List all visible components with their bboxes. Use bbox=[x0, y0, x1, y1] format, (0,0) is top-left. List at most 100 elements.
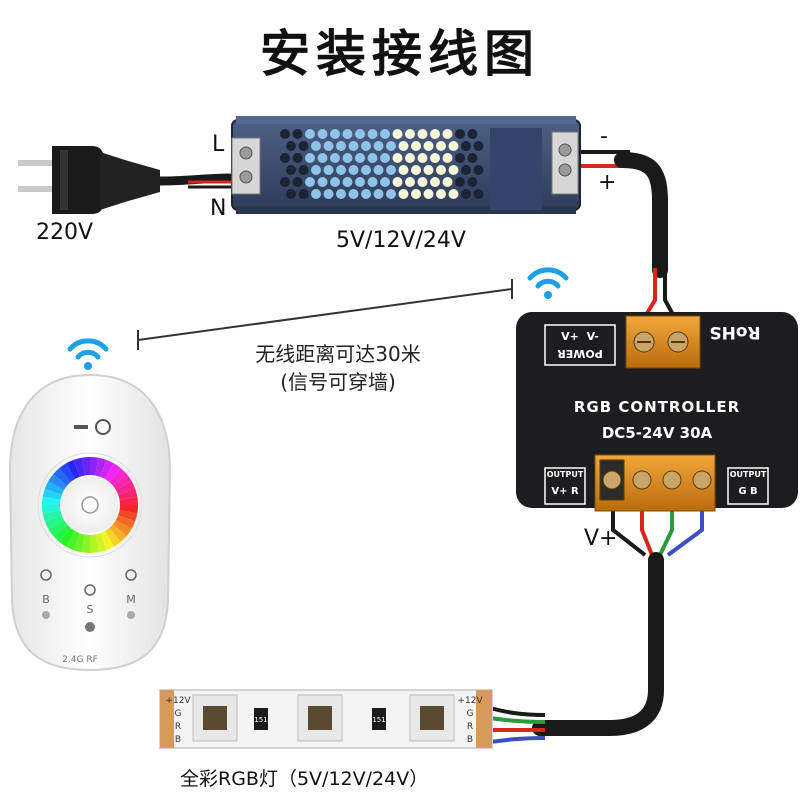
power-supply bbox=[231, 116, 581, 214]
vent-hole bbox=[367, 153, 378, 163]
vent-hole bbox=[336, 165, 346, 175]
vent-hole bbox=[311, 141, 321, 151]
vent-hole bbox=[392, 153, 403, 163]
vent-hole bbox=[461, 141, 471, 151]
color-wheel-segment[interactable] bbox=[48, 520, 68, 536]
vent-hole bbox=[286, 141, 296, 151]
color-wheel-segment[interactable] bbox=[81, 457, 90, 476]
color-wheel-segment[interactable] bbox=[42, 496, 61, 505]
output-left-tag: OUTPUT bbox=[546, 470, 584, 479]
vent-hole bbox=[286, 189, 296, 199]
vent-hole bbox=[467, 177, 478, 187]
vent-hole bbox=[423, 189, 434, 199]
color-wheel-segment[interactable] bbox=[44, 515, 65, 529]
vent-hole bbox=[280, 177, 290, 187]
color-wheel-segment[interactable] bbox=[66, 459, 80, 480]
color-wheel-segment[interactable] bbox=[42, 510, 62, 522]
vent-hole bbox=[367, 129, 378, 139]
resistor-label: 151 bbox=[372, 716, 385, 724]
vent-hole bbox=[411, 189, 421, 199]
remote-button-s[interactable]: S bbox=[87, 603, 94, 616]
color-wheel-segment[interactable] bbox=[119, 505, 138, 514]
color-wheel-segment[interactable] bbox=[81, 534, 90, 553]
vent-hole bbox=[298, 141, 309, 151]
vent-hole bbox=[355, 177, 365, 187]
color-wheel-segment[interactable] bbox=[59, 463, 75, 483]
color-wheel-segment[interactable] bbox=[53, 468, 71, 486]
color-wheel-segment[interactable] bbox=[109, 524, 127, 542]
color-wheel-segment[interactable] bbox=[53, 524, 71, 542]
vent-hole bbox=[355, 129, 365, 139]
vent-hole bbox=[330, 129, 340, 139]
vent-hole bbox=[336, 141, 346, 151]
vent-hole bbox=[323, 165, 334, 175]
strip-pad-label: +12V bbox=[457, 696, 483, 706]
vent-hole bbox=[355, 153, 365, 163]
vent-hole bbox=[467, 153, 478, 163]
vent-hole bbox=[473, 189, 484, 199]
vent-hole bbox=[323, 189, 334, 199]
vent-hole bbox=[448, 189, 459, 199]
vent-hole bbox=[373, 141, 384, 151]
wireless-distance-text: 无线距离可达30米 bbox=[255, 342, 421, 366]
color-wheel-segment[interactable] bbox=[100, 459, 114, 480]
vent-hole bbox=[392, 129, 403, 139]
controller-power-tag: POWER bbox=[557, 347, 603, 360]
vent-hole bbox=[448, 141, 459, 151]
color-wheel-segment[interactable] bbox=[73, 457, 85, 477]
vent-hole bbox=[311, 165, 321, 175]
vent-hole bbox=[342, 129, 353, 139]
vent-hole bbox=[305, 129, 315, 139]
color-wheel-segment[interactable] bbox=[109, 468, 127, 486]
vent-hole bbox=[455, 177, 465, 187]
controller-name: RGB CONTROLLER bbox=[573, 398, 741, 416]
vent-hole bbox=[430, 153, 440, 163]
vent-hole bbox=[411, 141, 421, 151]
mains-cable bbox=[155, 173, 237, 189]
controller-v-minus: V- bbox=[586, 330, 599, 343]
vent-hole bbox=[305, 153, 315, 163]
color-wheel-segment[interactable] bbox=[118, 488, 138, 500]
remote-button-b[interactable]: B bbox=[42, 593, 50, 606]
vent-hole bbox=[405, 153, 415, 163]
vent-hole bbox=[398, 165, 409, 175]
strip-pad-label: B bbox=[467, 735, 473, 745]
color-wheel-segment[interactable] bbox=[90, 457, 99, 476]
color-wheel-segment[interactable] bbox=[115, 481, 136, 495]
color-wheel-segment[interactable] bbox=[100, 530, 114, 551]
color-wheel-segment[interactable] bbox=[112, 474, 132, 490]
color-wheel-segment[interactable] bbox=[105, 527, 121, 547]
color-wheel-segment[interactable] bbox=[95, 533, 107, 553]
vent-hole bbox=[292, 129, 303, 139]
power-plug bbox=[18, 146, 160, 214]
remote-button-m[interactable]: M bbox=[126, 593, 136, 606]
vent-hole bbox=[423, 165, 434, 175]
vent-hole bbox=[317, 177, 328, 187]
color-wheel-segment[interactable] bbox=[112, 520, 132, 536]
output-pin-vplus: V+ bbox=[551, 486, 568, 497]
vent-hole bbox=[473, 165, 484, 175]
led-chip-core bbox=[203, 706, 227, 730]
color-wheel-segment[interactable] bbox=[42, 505, 61, 514]
vent-hole bbox=[398, 189, 409, 199]
vent-hole bbox=[417, 153, 428, 163]
color-wheel-segment[interactable] bbox=[118, 510, 138, 522]
vent-hole bbox=[348, 165, 359, 175]
color-wheel-segment[interactable] bbox=[42, 488, 62, 500]
color-wheel-segment[interactable] bbox=[48, 474, 68, 490]
color-wheel-segment[interactable] bbox=[66, 530, 80, 551]
wireless-note-text: (信号可穿墙) bbox=[280, 370, 396, 394]
color-wheel-segment[interactable] bbox=[73, 533, 85, 553]
vent-hole bbox=[436, 165, 446, 175]
color-wheel-segment[interactable] bbox=[90, 534, 99, 553]
output-pin-r: R bbox=[570, 486, 579, 497]
color-wheel-segment[interactable] bbox=[119, 496, 138, 505]
color-wheel-segment[interactable] bbox=[105, 463, 121, 483]
resistor bbox=[254, 708, 268, 730]
color-wheel-segment[interactable] bbox=[59, 527, 75, 547]
psu-label-n: N bbox=[210, 196, 227, 221]
color-wheel-segment[interactable] bbox=[115, 515, 136, 529]
vent-hole bbox=[280, 129, 290, 139]
color-wheel-segment[interactable] bbox=[44, 481, 65, 495]
color-wheel-segment[interactable] bbox=[95, 457, 107, 477]
